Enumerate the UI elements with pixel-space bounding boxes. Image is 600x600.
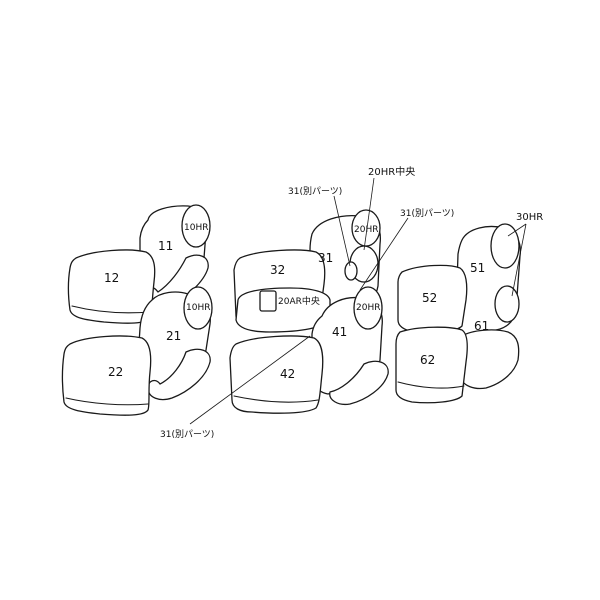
label-10hr-front-right: 10HR [186, 303, 210, 313]
leader-30hr-upper [507, 223, 527, 237]
headrest-10hr-front-right [183, 286, 213, 330]
third-row-seat [395, 223, 522, 404]
leader-lines [189, 177, 527, 425]
label-61: 61 [474, 319, 489, 333]
label-51: 51 [470, 261, 485, 275]
headrest-30hr-upper [490, 223, 520, 269]
seat-cushion-42 [229, 335, 324, 414]
label-22: 22 [108, 365, 123, 379]
leader-30hr-lower [511, 223, 527, 297]
label-20hr-left: 20HR [354, 225, 378, 235]
label-12: 12 [104, 271, 119, 285]
headrest-10hr-front-left [181, 204, 211, 248]
label-62: 62 [420, 353, 435, 367]
seat-cushion-22-seam [65, 397, 149, 406]
label-30hr-callout: 30HR [516, 212, 543, 223]
headrest-30hr-lower [494, 285, 520, 323]
label-10hr-front-left: 10HR [184, 223, 208, 233]
label-part-c-callout: 31(別パーツ) [160, 429, 214, 440]
seat-cushion-22 [61, 335, 152, 416]
label-20hr-center-callout: 20HR中央 [368, 165, 415, 178]
belt-guide-part [344, 261, 358, 281]
labels: 10HR 11 12 10HR 21 22 20HR中央 31(別パーツ) 31… [104, 165, 543, 440]
label-31: 31 [318, 251, 333, 265]
front-right-seat [61, 286, 213, 416]
label-part-a-callout: 31(別パーツ) [288, 186, 342, 197]
seat-cushion-62-seam [397, 381, 465, 389]
seat-cushion-62 [395, 326, 468, 404]
label-41: 41 [332, 325, 347, 339]
headrest-20hr-right [353, 286, 383, 330]
leader-part-b [359, 217, 409, 291]
leader-20hr-center [363, 177, 375, 251]
armrest-20ar [259, 290, 277, 312]
label-52: 52 [422, 291, 437, 305]
second-row-seat [229, 209, 389, 414]
label-20ar-center: 20AR中央 [278, 295, 320, 307]
label-21: 21 [166, 329, 181, 343]
seat-cushion-12 [67, 249, 156, 324]
label-20hr-right: 20HR [356, 303, 380, 313]
leader-part-a [333, 195, 351, 267]
seat-back-41-side [329, 360, 389, 406]
label-32: 32 [270, 263, 285, 277]
label-42: 42 [280, 367, 295, 381]
label-part-b-callout: 31(別パーツ) [400, 208, 454, 219]
leader-part-c [189, 335, 311, 425]
seat-cushion-42-seam [233, 395, 319, 403]
label-11: 11 [158, 239, 173, 253]
seat-back-21-side [147, 348, 211, 401]
